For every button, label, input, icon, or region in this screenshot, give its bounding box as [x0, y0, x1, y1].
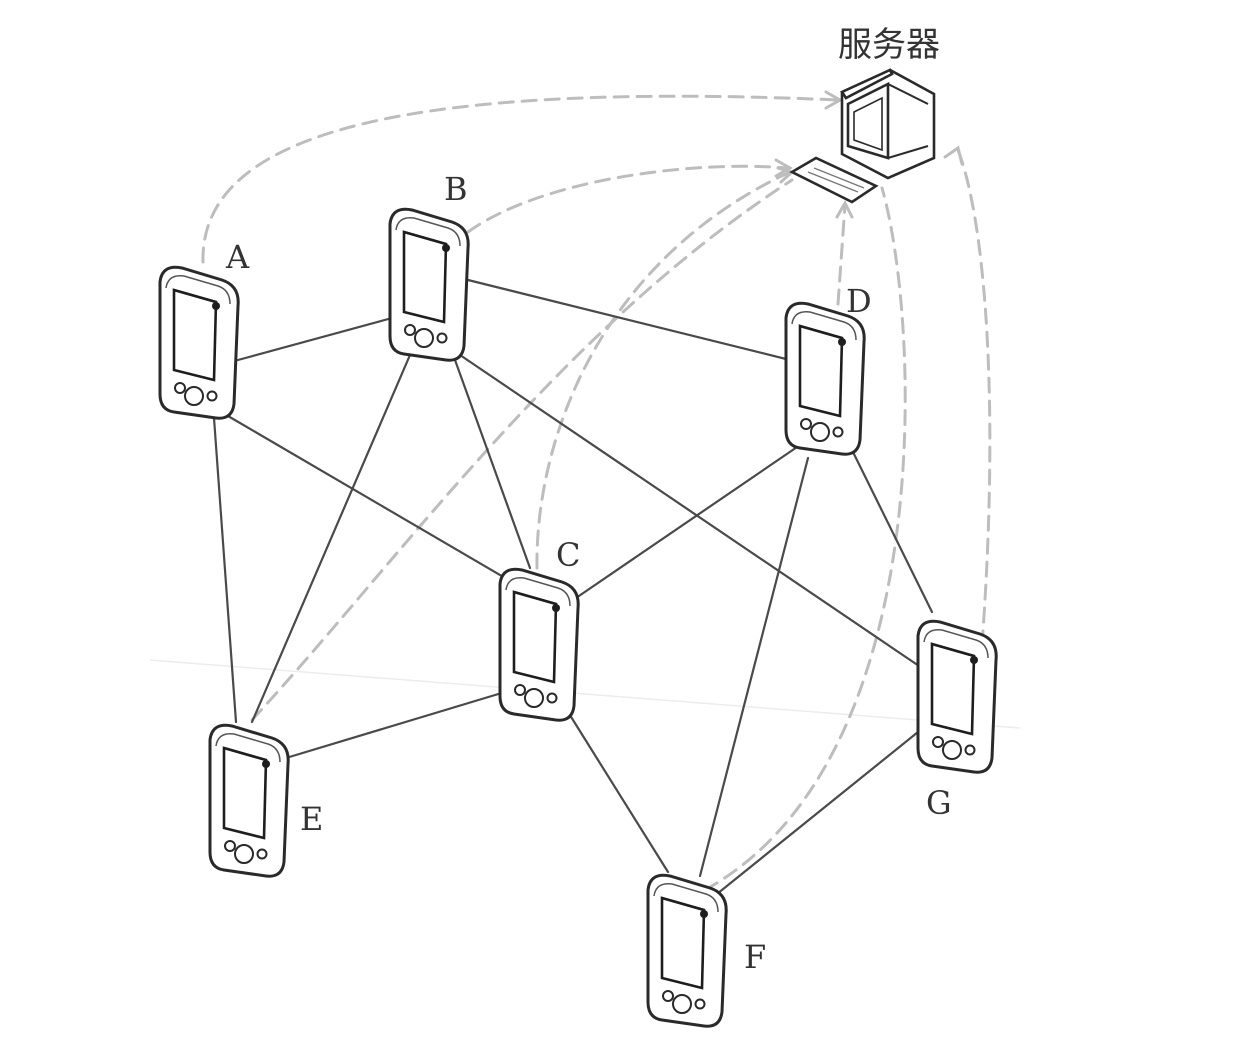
server-link-d — [836, 203, 847, 306]
node-e: E — [208, 723, 323, 878]
link-f-g — [710, 730, 920, 900]
server-link-e — [250, 178, 794, 722]
link-d-g — [850, 448, 934, 614]
link-c-d — [574, 443, 802, 600]
server-label: 服务器 — [838, 25, 940, 65]
server-link-c — [535, 170, 792, 570]
link-d-f — [698, 456, 810, 878]
server-link-g — [956, 148, 992, 647]
arrowhead-b — [774, 158, 794, 178]
node-label-f: F — [744, 938, 766, 976]
computer-icon — [789, 68, 936, 204]
arrowhead-g — [943, 145, 964, 166]
server-link-b — [466, 164, 790, 234]
server-computer: 服务器 — [789, 25, 940, 204]
handheld-device-icon — [208, 723, 290, 878]
arrowhead-d — [835, 199, 854, 219]
node-label-c: C — [556, 536, 580, 574]
link-c-e — [284, 690, 507, 760]
scan-artifact-line — [149, 659, 1021, 729]
node-c: C — [498, 536, 580, 722]
node-label-b: B — [444, 170, 468, 208]
arrowhead-a — [824, 90, 844, 110]
node-label-e: E — [300, 800, 323, 838]
handheld-device-icon — [388, 207, 470, 362]
link-b-e — [250, 353, 412, 724]
handheld-device-icon — [646, 873, 728, 1028]
node-g: G — [916, 619, 998, 822]
handheld-device-icon — [784, 301, 866, 456]
node-b: B — [388, 170, 470, 362]
node-label-d: D — [846, 282, 872, 320]
node-f: F — [646, 873, 766, 1028]
link-b-g — [458, 353, 924, 670]
server-link-a — [201, 94, 840, 264]
link-b-c — [453, 358, 532, 570]
link-a-c — [226, 414, 514, 584]
node-label-g: G — [926, 784, 952, 822]
handheld-device-icon — [916, 619, 998, 774]
peer-links — [212, 278, 934, 900]
link-b-d — [466, 278, 792, 362]
node-a: A — [158, 238, 250, 420]
link-a-b — [236, 316, 394, 362]
handheld-device-icon — [498, 567, 580, 722]
node-label-a: A — [225, 238, 250, 276]
link-a-e — [212, 416, 238, 724]
server-link-f — [703, 186, 907, 892]
node-d: D — [784, 282, 872, 456]
handheld-device-icon — [158, 265, 240, 420]
link-c-f — [566, 710, 670, 874]
